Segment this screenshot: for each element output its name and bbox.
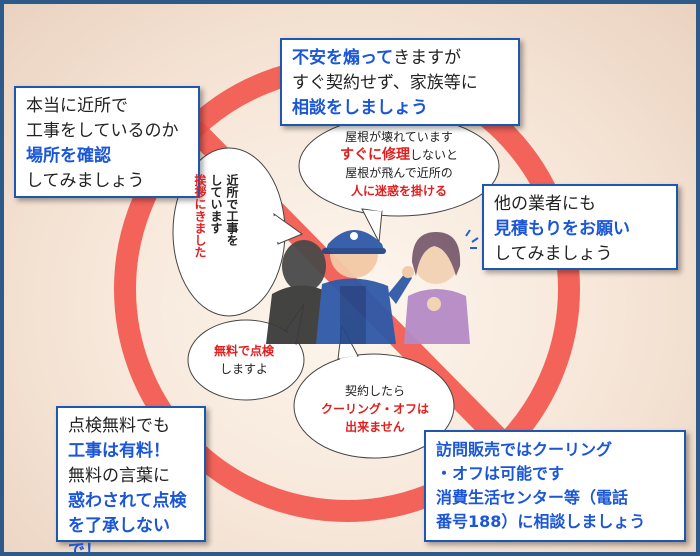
speech-bubble-no-cooling-off: 契約したら クーリング・オフは 出来ません — [320, 384, 429, 434]
advice-box-other-quotes: 他の業者にも 見積もりをお願い してみましょう — [482, 184, 678, 270]
advice-box-check-location: 本当に近所で 工事をしているのか 場所を確認 してみましょう — [14, 86, 200, 198]
salesman-illustration — [266, 229, 479, 344]
background-panel: 不安を煽ってきますが すぐ契約せず、家族等に 相談をしましょう 本当に近所で 工… — [4, 4, 696, 552]
advice-box-cooling-off: 訪問販売ではクーリング ・オフは可能です 消費生活センター等（電話 番号188）… — [424, 430, 686, 542]
prohibition-sign-icon — [114, 56, 580, 522]
advice-box-consult-family: 不安を煽ってきますが すぐ契約せず、家族等に 相談をしましょう — [280, 38, 520, 126]
speech-bubble-free-inspection: 無料で点検 しますよ — [213, 344, 274, 376]
speech-bubble-roof-broken: 屋根が壊れています すぐに修理しないと 屋根が飛んで近所の 人に迷惑を掛ける — [339, 130, 458, 198]
advice-box-free-inspection: 点検無料でも 工事は有料！ 無料の言葉に 惑わされて点検 を了承しないで！ — [56, 406, 206, 552]
speech-bubble-greeting: 近所で工事を しています 挨拶にきました — [193, 174, 239, 258]
